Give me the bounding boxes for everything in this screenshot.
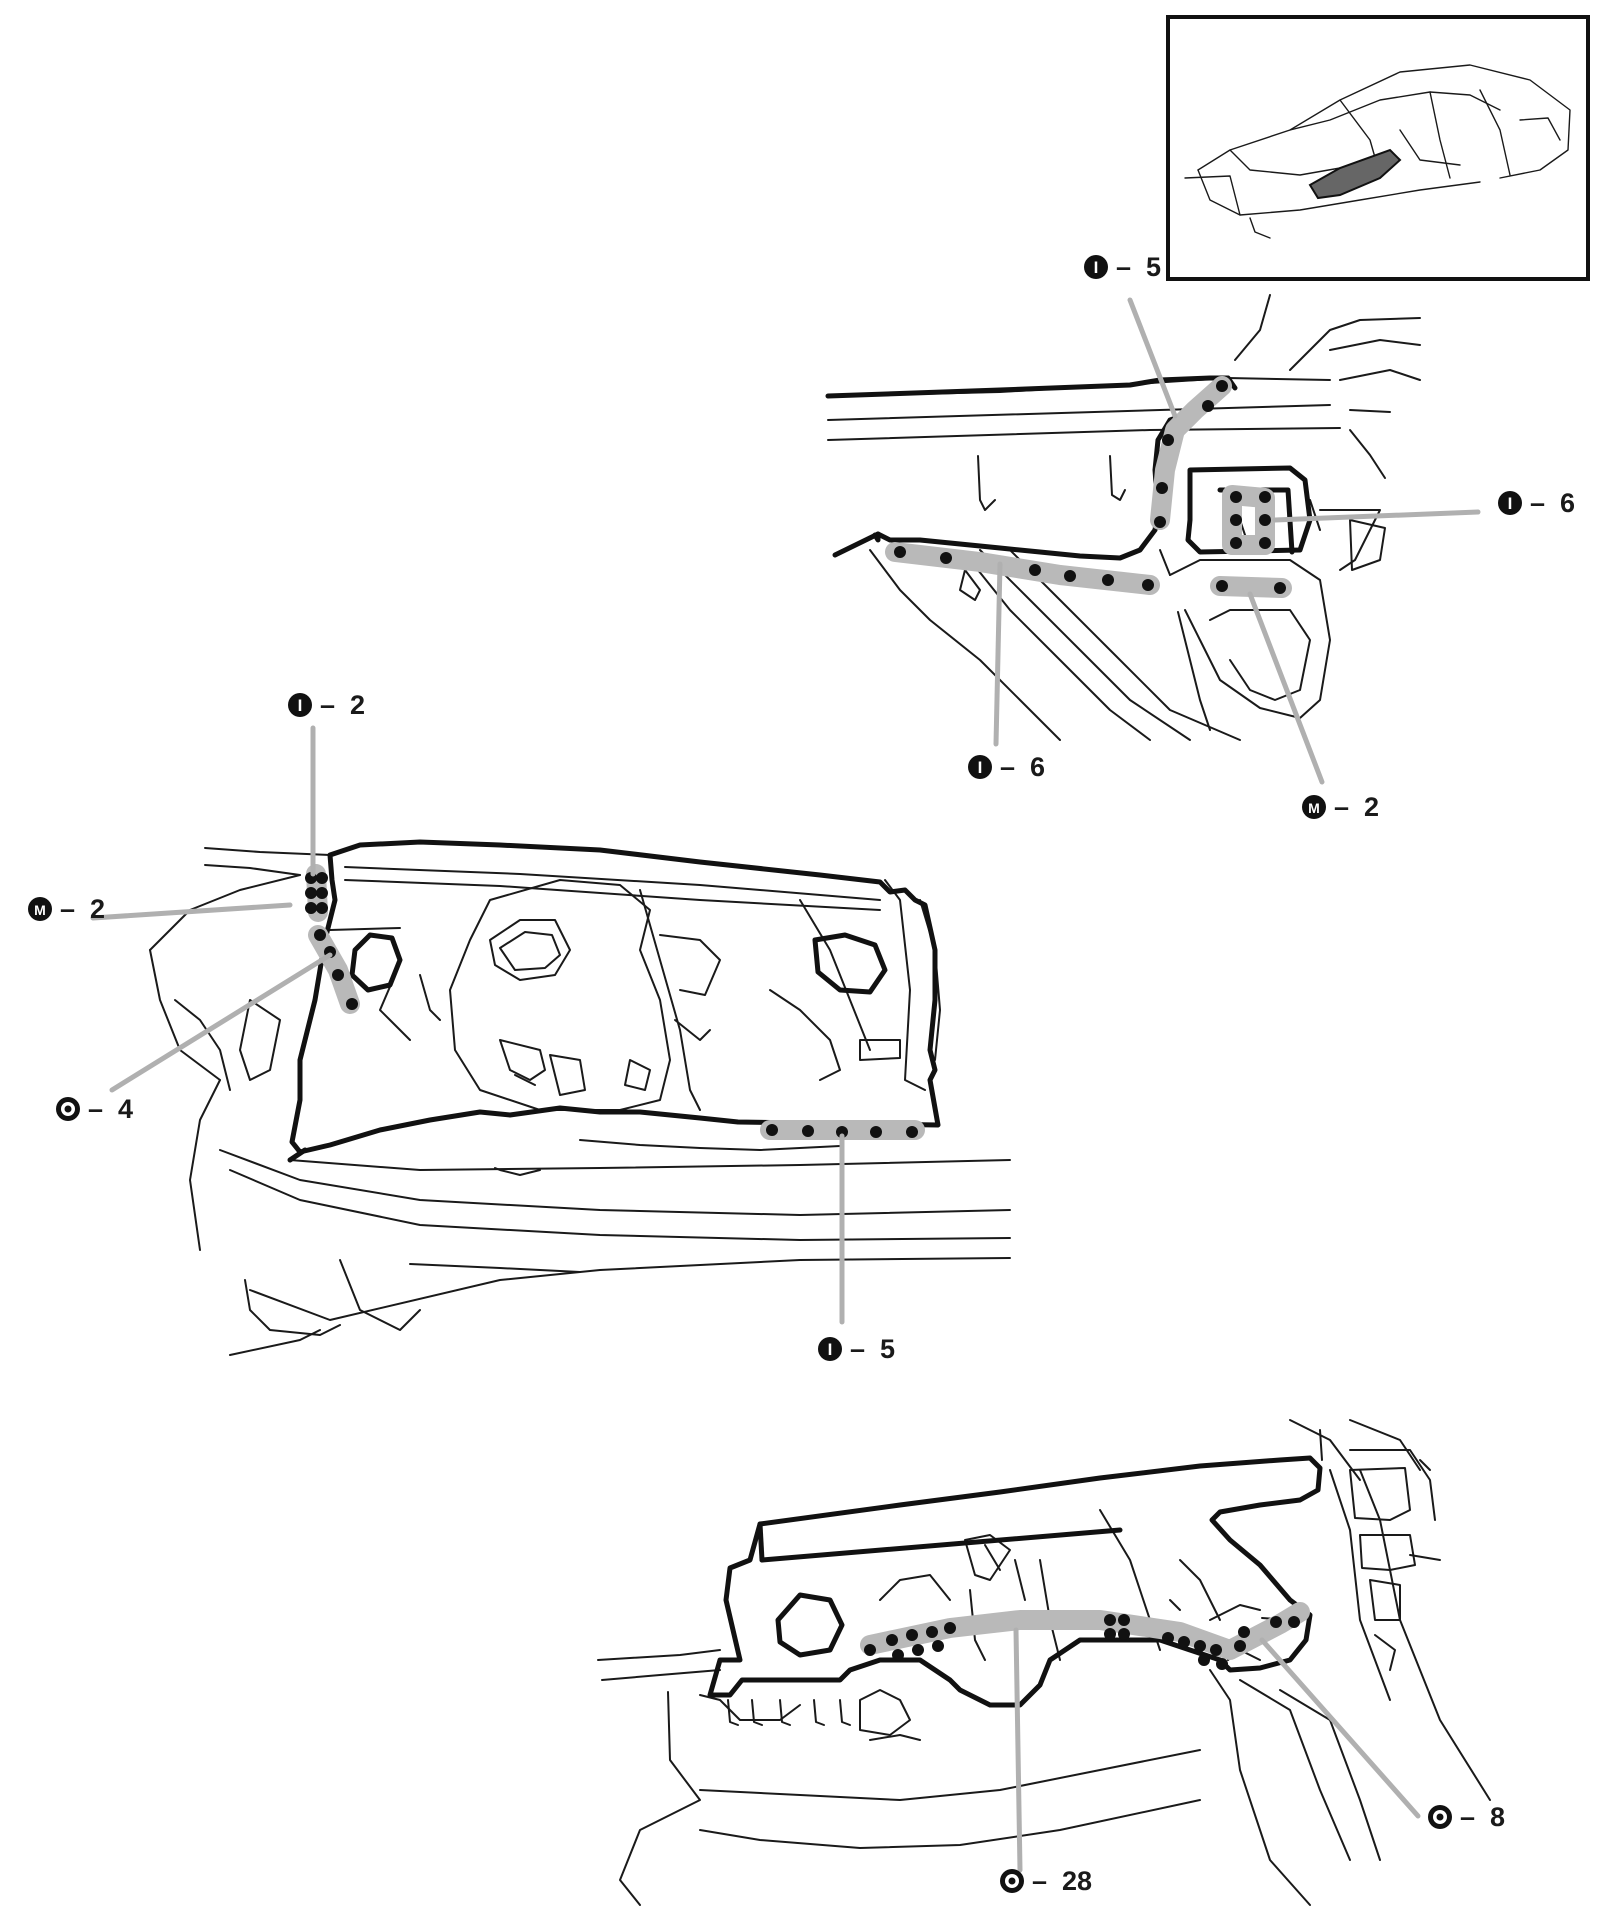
callout-separator: – (1334, 792, 1349, 822)
weld-symbol-letter: I (1508, 494, 1513, 513)
middle-view-structure (149, 847, 1011, 1356)
weld-symbol-letter: M (1308, 800, 1320, 816)
callout-mid-i2: I–2 (288, 690, 365, 720)
middle-view-panel-outline (287, 839, 941, 1163)
weld-symbol-icon (1302, 795, 1326, 819)
weld-count: 28 (1062, 1866, 1092, 1896)
weld-count: 8 (1490, 1802, 1505, 1832)
weld-symbol-letter: I (298, 696, 303, 715)
callout-separator: – (320, 690, 335, 720)
weld-count: 4 (118, 1094, 133, 1124)
callout-mid-i5: I–5 (818, 1334, 895, 1364)
bottom-detail-view (597, 1419, 1491, 1906)
callout-labels: I–5I–6I–6M–2I–2M–2–4I–5–28–8 (28, 252, 1575, 1896)
weld-count: 2 (90, 894, 105, 924)
middle-view-leaders (90, 725, 845, 1325)
bottom-view-leaders (1013, 1627, 1421, 1873)
bottom-view-panel-outline (707, 1455, 1323, 1708)
callout-separator: – (1460, 1802, 1475, 1832)
top-view-weld-spots (894, 380, 1286, 594)
weld-count: 6 (1030, 752, 1045, 782)
callout-bot-o8: –8 (1428, 1802, 1505, 1832)
callout-top-i6b: I–6 (968, 752, 1045, 782)
weld-symbol-letter: I (978, 758, 983, 777)
callout-separator: – (1000, 752, 1015, 782)
weld-symbol-letter: M (34, 902, 46, 918)
callout-separator: – (1032, 1866, 1047, 1896)
callout-top-i6r: I–6 (1498, 488, 1575, 518)
weld-symbol-icon (818, 1337, 842, 1361)
weld-symbol-letter: I (1094, 258, 1099, 277)
callout-separator: – (850, 1334, 865, 1364)
callout-separator: – (1116, 252, 1131, 282)
middle-view-weld-spots (305, 872, 918, 1138)
weld-count: 2 (350, 690, 365, 720)
weld-count: 5 (1146, 252, 1161, 282)
car-body-outline (1184, 64, 1571, 239)
weld-symbol-icon (28, 897, 52, 921)
weld-band-floor (1210, 576, 1292, 598)
top-view-leaders (993, 297, 1481, 785)
weld-band-lower-pillar (308, 925, 360, 1014)
weld-band-wheelhouse (860, 1602, 1310, 1660)
weld-symbol-icon (1084, 255, 1108, 279)
callout-bot-o28: –28 (1000, 1866, 1092, 1896)
callout-mid-o4: –4 (56, 1094, 133, 1124)
weld-count: 6 (1560, 488, 1575, 518)
inset-frame (1166, 15, 1590, 281)
callout-mid-m2: M–2 (28, 894, 105, 924)
callout-top-i5: I–5 (1084, 252, 1161, 282)
middle-view-weld-bands (306, 864, 925, 1140)
middle-detail-view (90, 725, 1011, 1356)
weld-symbol-letter: I (828, 1340, 833, 1359)
weld-count: 2 (1364, 792, 1379, 822)
weld-symbol-icon (288, 693, 312, 717)
bottom-view-weld-bands (860, 1602, 1310, 1660)
callout-separator: – (1530, 488, 1545, 518)
highlighted-area-inset (1308, 148, 1402, 200)
top-detail-view (825, 294, 1481, 785)
weld-symbol-icon (1498, 491, 1522, 515)
bottom-view-weld-spots (864, 1614, 1300, 1670)
callout-separator: – (88, 1094, 103, 1124)
weld-symbol-icon (968, 755, 992, 779)
callout-top-m2: M–2 (1302, 792, 1379, 822)
vehicle-inset (1166, 15, 1590, 281)
callout-separator: – (60, 894, 75, 924)
weld-count: 5 (880, 1334, 895, 1364)
